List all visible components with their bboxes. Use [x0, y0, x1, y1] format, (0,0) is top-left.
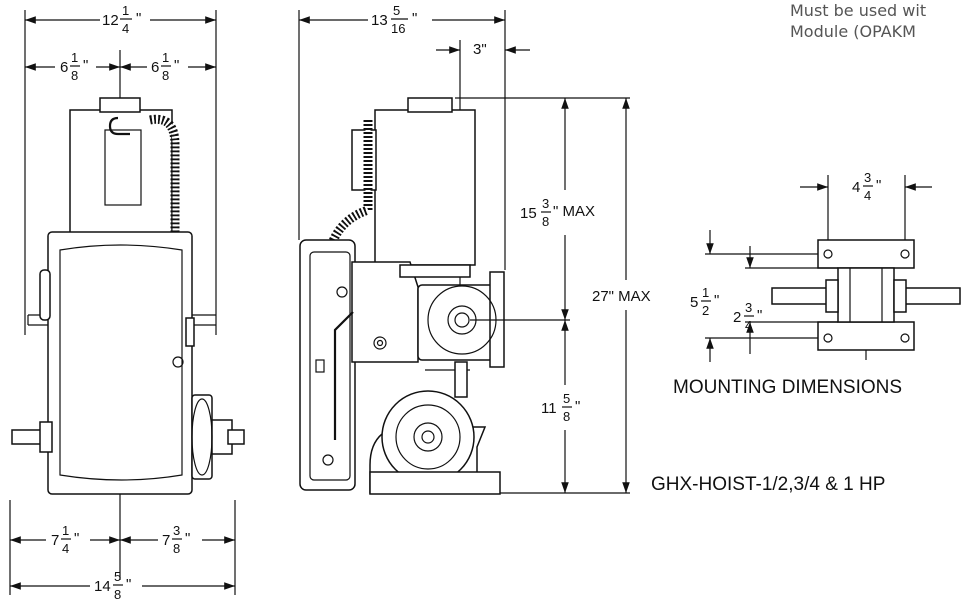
front-overall-top-den: 4 — [122, 21, 129, 36]
front-right-half-num: 1 — [162, 50, 169, 65]
front-overall-bottom-num: 5 — [114, 569, 121, 584]
front-right-bottom-num: 3 — [173, 523, 180, 538]
side-lower-height-num: 5 — [563, 391, 570, 406]
front-left-half-num: 1 — [71, 50, 78, 65]
front-right-bottom-unit: " — [185, 530, 190, 547]
mounting-outer-height-unit: " — [714, 292, 719, 309]
side-view — [298, 10, 506, 495]
front-right-bottom-den: 8 — [173, 541, 180, 556]
side-dimensions: 13 5 16 " 3" 15 3 8 " MAX 27" MAX 11 5 8… — [299, 3, 651, 494]
mounting-outer-height-whole: 5 — [690, 294, 698, 311]
usage-note: Must be used wit Module (OPAKM — [790, 0, 926, 42]
mounting-width-unit: " — [876, 177, 881, 194]
front-left-half-den: 8 — [71, 68, 78, 83]
front-left-bottom-den: 4 — [62, 541, 69, 556]
front-view — [9, 10, 245, 595]
front-left-bottom-unit: " — [74, 530, 79, 547]
side-lower-height-whole: 11 — [541, 400, 557, 417]
front-dimensions: 12 1 4 " 6 1 8 " 6 1 8 " 7 1 4 " 7 3 8 — [9, 3, 235, 602]
mounting-width-whole: 4 — [852, 179, 860, 196]
side-overall-top-whole: 13 — [371, 12, 388, 29]
side-overall-top-unit: " — [412, 10, 417, 27]
front-right-bottom-whole: 7 — [162, 532, 170, 549]
side-upper-height-num: 3 — [542, 196, 549, 211]
mounting-caption: MOUNTING DIMENSIONS — [673, 377, 902, 398]
side-overall-top-num: 5 — [393, 3, 400, 18]
front-right-half-whole: 6 — [151, 59, 159, 76]
mounting-view — [771, 175, 961, 360]
front-right-half-unit: " — [174, 57, 179, 74]
mounting-inner-height-whole: 2 — [733, 309, 741, 326]
model-title: GHX-HOIST-1/2,3/4 & 1 HP — [651, 474, 885, 495]
side-offset: 3" — [473, 41, 487, 58]
usage-note-line-1: Must be used wit — [790, 1, 927, 20]
front-left-bottom-num: 1 — [62, 523, 69, 538]
side-lower-height-den: 8 — [563, 409, 570, 424]
front-left-bottom-whole: 7 — [51, 532, 59, 549]
mounting-dimensions: 4 3 4 " 5 1 2 " 2 3 4 " — [690, 170, 932, 362]
front-overall-bottom-unit: " — [126, 576, 131, 593]
side-upper-height-den: 8 — [542, 214, 549, 229]
front-right-half-den: 8 — [162, 68, 169, 83]
mounting-inner-height-den: 4 — [745, 318, 752, 333]
mounting-width-num: 3 — [864, 170, 871, 185]
front-overall-bottom-den: 8 — [114, 587, 121, 602]
mounting-width-den: 4 — [864, 188, 871, 203]
side-total-height: 27" MAX — [592, 288, 651, 305]
mounting-outer-height-den: 2 — [702, 303, 709, 318]
mounting-outer-height-num: 1 — [702, 285, 709, 300]
front-overall-top-unit: " — [136, 10, 141, 27]
front-overall-bottom-whole: 14 — [94, 578, 111, 595]
side-overall-top-den: 16 — [391, 21, 405, 36]
side-upper-height-whole: 15 — [520, 205, 537, 222]
side-upper-height-suffix: " MAX — [553, 203, 595, 220]
mounting-inner-height-unit: " — [757, 307, 762, 324]
side-lower-height-unit: " — [575, 398, 580, 415]
mounting-inner-height-num: 3 — [745, 300, 752, 315]
usage-note-line-2: Module (OPAKM — [790, 22, 916, 41]
front-left-half-unit: " — [83, 57, 88, 74]
front-overall-top-num: 1 — [122, 3, 129, 18]
front-overall-top-whole: 12 — [102, 12, 119, 29]
front-left-half-whole: 6 — [60, 59, 68, 76]
